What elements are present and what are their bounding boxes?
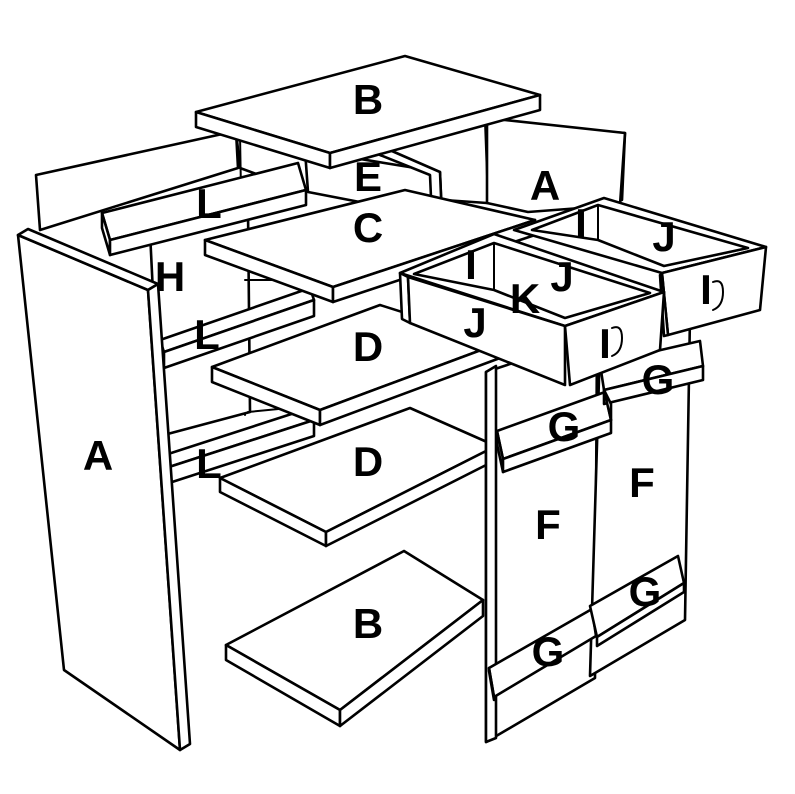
top-panel [194, 54, 542, 170]
label-d-upper: D [353, 323, 383, 370]
label-c: C [353, 204, 383, 251]
label-g-right-bottom: G [629, 568, 662, 615]
label-b-bottom: B [353, 600, 383, 647]
label-i-front-drawer-side: I [465, 241, 477, 288]
label-a-left: A [83, 432, 113, 479]
label-d-lower: D [353, 438, 383, 485]
label-g-left-top: G [548, 403, 581, 450]
label-l-middle: L [194, 311, 220, 358]
label-g-left-bottom: G [532, 628, 565, 675]
handle-right-top [598, 339, 705, 422]
label-h: H [155, 253, 185, 300]
label-l-bottom: L [196, 440, 222, 487]
bottom-panel [224, 549, 485, 728]
label-k: K [510, 275, 540, 322]
label-i-front-drawer-face: I [599, 320, 611, 367]
handle-right-bottom [588, 554, 686, 648]
label-f-right: F [629, 459, 655, 506]
label-a-right: A [530, 162, 560, 209]
rail-top [100, 161, 308, 257]
label-f-left: F [535, 501, 561, 548]
drawer-back [512, 196, 768, 338]
label-l-top: L [196, 180, 222, 227]
label-j-front-drawer-front: J [463, 299, 486, 346]
label-i-back-drawer-face: I [700, 266, 712, 313]
label-j-back-drawer: J [652, 213, 675, 260]
label-b-top: B [353, 76, 383, 123]
drawer-front [398, 232, 666, 387]
side-panel-left [16, 227, 192, 752]
label-i-back-drawer-side: I [575, 200, 587, 247]
shelf-d-lower [218, 406, 498, 548]
label-j-front-drawer-back: J [550, 253, 573, 300]
label-e: E [354, 153, 382, 200]
label-g-right-top: G [642, 356, 675, 403]
